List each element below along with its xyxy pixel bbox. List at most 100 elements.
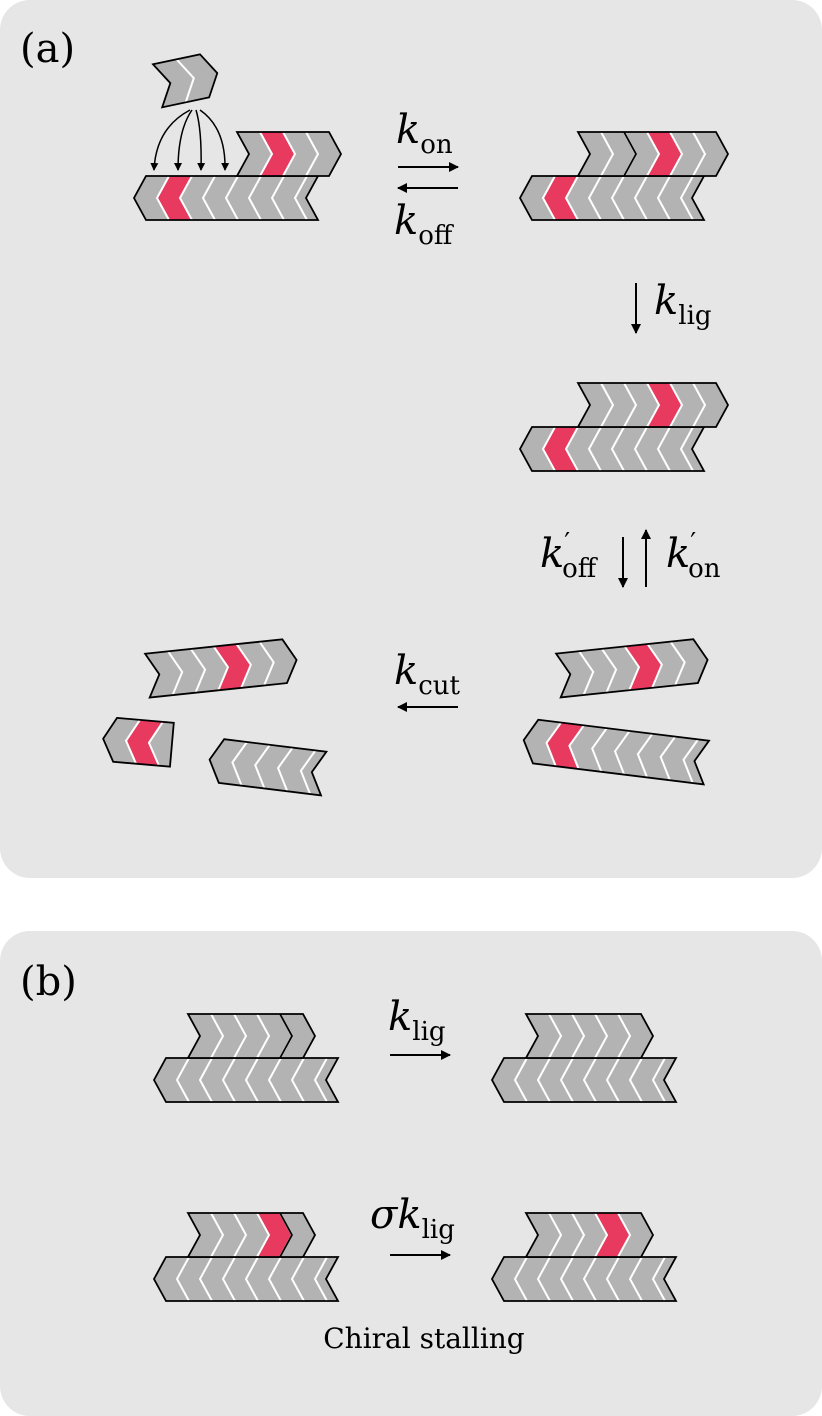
separated-lower-right bbox=[522, 718, 711, 786]
monomer-boundary bbox=[605, 1256, 620, 1302]
monomer-boundary bbox=[548, 1212, 563, 1258]
monomer-boundary bbox=[293, 175, 308, 221]
binding-arrow-4 bbox=[199, 109, 230, 171]
monomer-boundary bbox=[282, 131, 297, 177]
strand-body bbox=[526, 1213, 653, 1257]
strand-outline bbox=[576, 382, 730, 428]
rate-on-prime: k′on bbox=[666, 528, 721, 584]
monomer-boundary bbox=[571, 1013, 586, 1059]
red-monomer bbox=[546, 722, 584, 770]
panel-a-label: (a) bbox=[20, 26, 75, 72]
monomer-boundary bbox=[244, 1057, 259, 1103]
monomer-boundary bbox=[656, 175, 671, 221]
monomer-boundary bbox=[623, 645, 641, 691]
monomer-boundary bbox=[175, 58, 195, 103]
monomer-boundary bbox=[221, 1256, 236, 1302]
monomer-boundary bbox=[669, 131, 684, 177]
monomer-boundary bbox=[221, 1057, 236, 1103]
red-monomer bbox=[624, 644, 662, 691]
template-strand-1 bbox=[132, 175, 320, 221]
monomer-boundary bbox=[198, 1256, 213, 1302]
monomer-boundary bbox=[201, 175, 216, 221]
b-bound-4 bbox=[524, 1212, 655, 1258]
strand-outline bbox=[152, 1057, 340, 1103]
monomer-boundary bbox=[545, 721, 562, 767]
monomer-boundary bbox=[605, 1057, 620, 1103]
strand-outline bbox=[524, 1212, 655, 1258]
binding-arrow-1 bbox=[150, 109, 191, 171]
monomer-boundary bbox=[582, 1057, 597, 1103]
monomer-boundary bbox=[536, 1256, 551, 1302]
strand-body bbox=[188, 1014, 315, 1058]
strand-layer bbox=[102, 53, 730, 1302]
monomer-boundary bbox=[299, 749, 317, 795]
monomer-boundary bbox=[600, 382, 615, 428]
cut-fragment-small bbox=[102, 716, 175, 768]
red-monomer bbox=[595, 1213, 630, 1257]
monomer-boundary bbox=[233, 1013, 248, 1059]
strand-outline bbox=[554, 638, 709, 699]
monomer-boundary bbox=[692, 131, 707, 177]
segment-boundary bbox=[623, 131, 638, 177]
monomer-boundary bbox=[235, 643, 252, 689]
monomer-boundary bbox=[594, 1212, 609, 1258]
strand-body bbox=[556, 639, 708, 698]
rate-off: koff bbox=[394, 198, 455, 251]
monomer-boundary bbox=[267, 1057, 282, 1103]
monomer-boundary bbox=[175, 1256, 190, 1302]
monomer-boundary bbox=[147, 721, 164, 767]
monomer-boundary bbox=[564, 426, 579, 472]
monomer-boundary bbox=[175, 1057, 190, 1103]
rate-on: kon bbox=[396, 107, 453, 160]
monomer-boundary bbox=[582, 1256, 597, 1302]
binding-arrow-3 bbox=[195, 109, 206, 171]
rate-off-prime: k′off bbox=[540, 528, 599, 584]
monomer-boundary bbox=[679, 426, 694, 472]
monomer-boundary bbox=[646, 131, 661, 177]
b-bound-3 bbox=[186, 1212, 317, 1258]
strand-body bbox=[145, 639, 297, 698]
strand-body bbox=[578, 383, 728, 427]
monomer-boundary bbox=[270, 175, 285, 221]
monomer-boundary bbox=[651, 1256, 666, 1302]
monomer-boundary bbox=[167, 650, 184, 696]
monomer-boundary bbox=[692, 382, 707, 428]
monomer-boundary bbox=[256, 1212, 271, 1258]
template-strand-2 bbox=[518, 175, 706, 221]
monomer-boundary bbox=[617, 1013, 632, 1059]
monomer-boundary bbox=[124, 719, 141, 765]
monomer-boundary bbox=[568, 724, 585, 770]
binding-arrow-2 bbox=[174, 109, 193, 171]
strand-outline bbox=[152, 1256, 340, 1302]
monomer-boundary bbox=[244, 1256, 259, 1302]
monomer-boundary bbox=[267, 1256, 282, 1302]
monomer-boundary bbox=[679, 175, 694, 221]
monomer-boundary bbox=[190, 648, 207, 694]
monomer-boundary bbox=[198, 1057, 213, 1103]
monomer-boundary bbox=[594, 1013, 609, 1059]
monomer-boundary bbox=[613, 730, 631, 775]
red-monomer bbox=[543, 176, 578, 220]
red-monomer bbox=[260, 132, 295, 176]
monomer-boundary bbox=[623, 382, 638, 428]
monomer-boundary bbox=[587, 175, 602, 221]
monomer-boundary bbox=[313, 1057, 328, 1103]
b-bound-1 bbox=[186, 1013, 317, 1059]
b-template-4 bbox=[490, 1256, 678, 1302]
monomer-boundary bbox=[212, 645, 230, 691]
monomer-boundary bbox=[254, 744, 271, 789]
caption-chiral-stalling: Chiral stalling bbox=[323, 1322, 525, 1355]
reaction-arrows bbox=[390, 162, 651, 1260]
strand-outline bbox=[208, 738, 329, 797]
monomer-boundary bbox=[305, 131, 320, 177]
monomer-boundary bbox=[155, 175, 170, 221]
strand-outline bbox=[490, 1057, 678, 1103]
monomer-boundary bbox=[610, 175, 625, 221]
monomer-boundary bbox=[513, 1057, 528, 1103]
strand-outline bbox=[576, 131, 730, 177]
monomer-boundary bbox=[513, 1256, 528, 1302]
strand-body bbox=[526, 1014, 653, 1058]
red-monomer bbox=[257, 1213, 292, 1257]
strand-body bbox=[188, 1213, 315, 1257]
